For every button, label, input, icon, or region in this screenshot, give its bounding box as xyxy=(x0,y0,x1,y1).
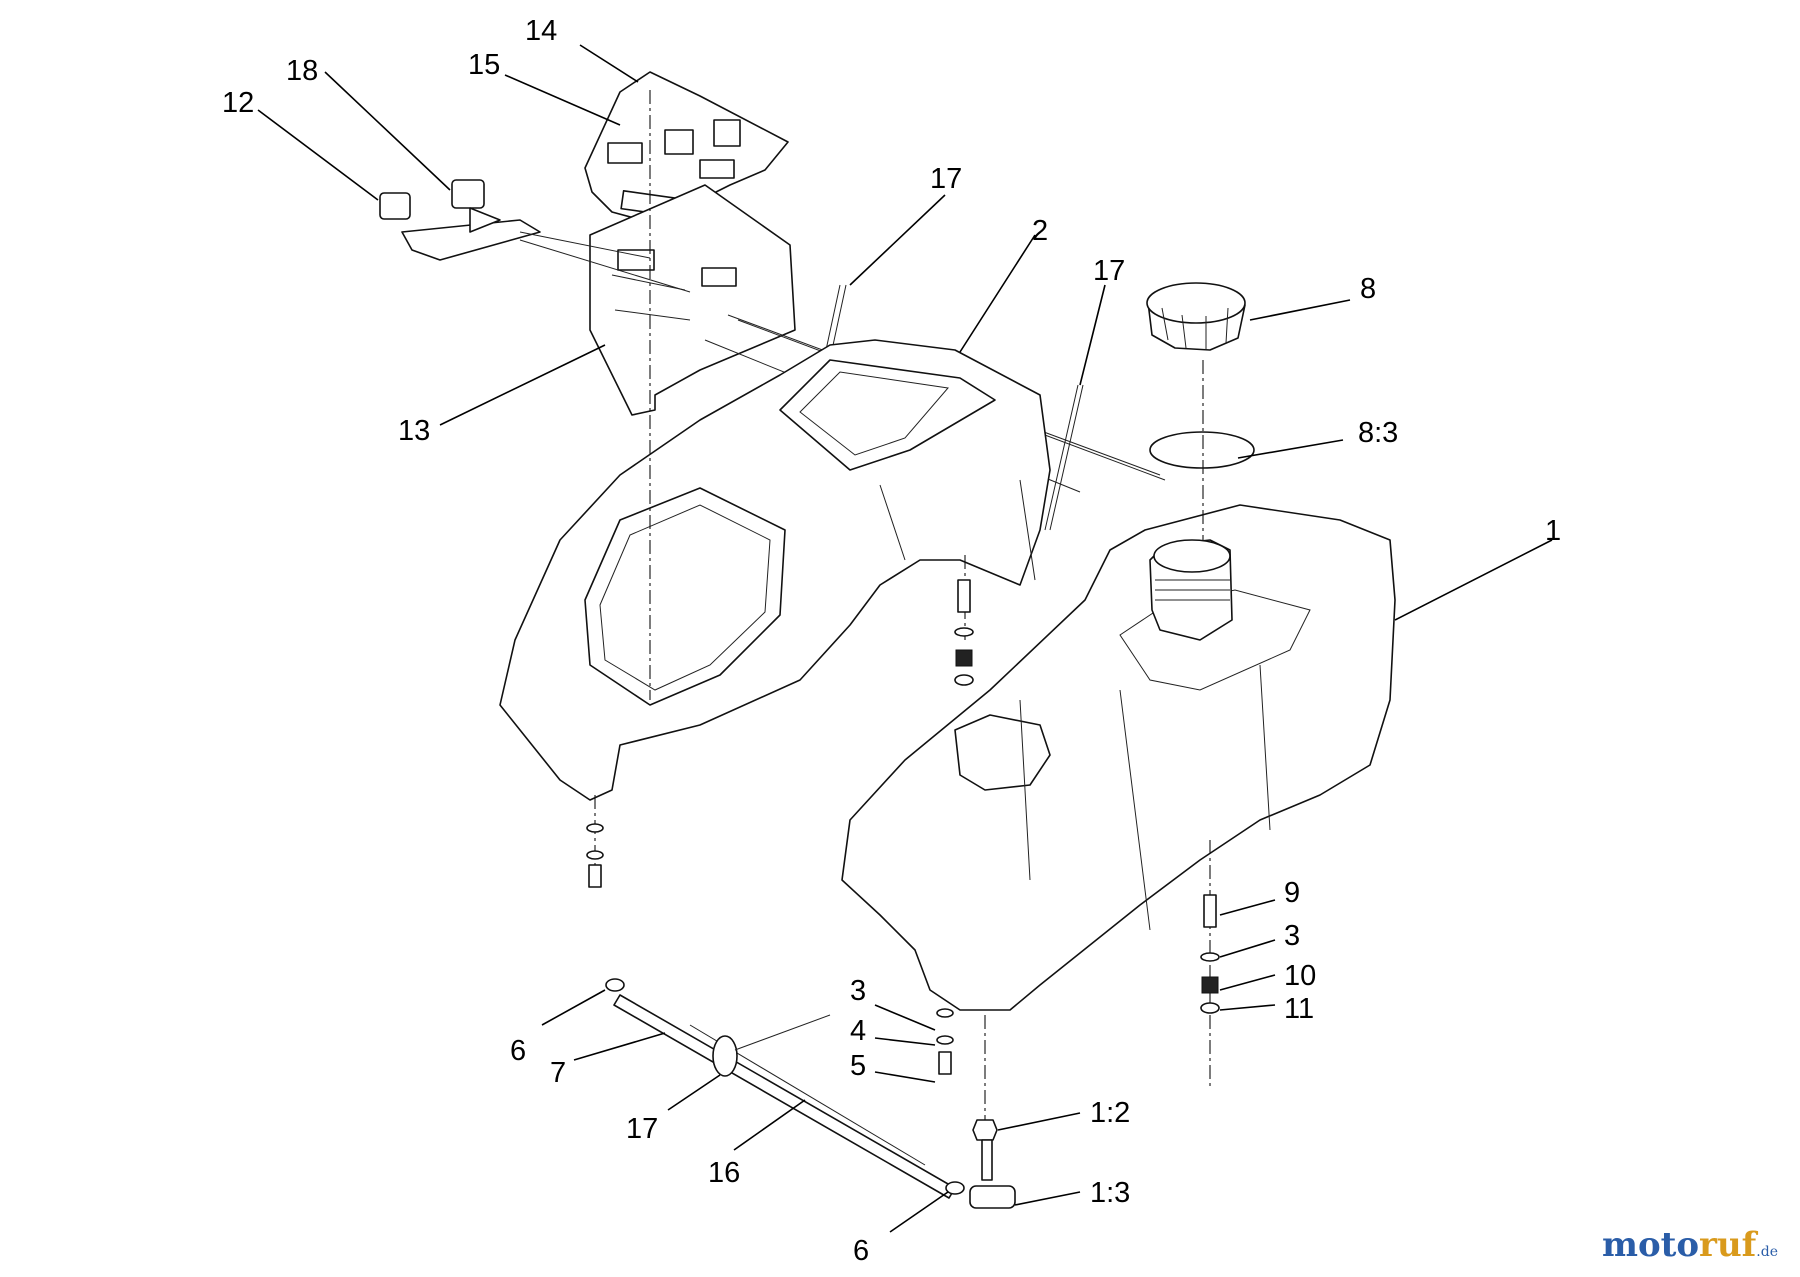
callout-4: 4 xyxy=(850,1015,866,1047)
callout-labels: 14 15 18 12 17 2 17 8 13 8:3 1 9 3 10 11… xyxy=(222,15,1561,1267)
callout-5: 5 xyxy=(850,1050,866,1082)
cap-gasket xyxy=(1149,431,1255,469)
callout-3-right: 3 xyxy=(1284,920,1300,952)
hardware-stack-lower xyxy=(936,1008,954,1075)
mount-bracket xyxy=(589,184,796,416)
watermark-logo: motoruf.de xyxy=(1602,1225,1778,1265)
fuel-cap xyxy=(1146,282,1246,351)
left-fender-cover xyxy=(499,339,1051,801)
callout-13: 13 xyxy=(398,415,430,447)
callout-6-left: 6 xyxy=(510,1035,526,1067)
callout-1-3: 1:3 xyxy=(1090,1177,1130,1209)
callout-10: 10 xyxy=(1284,960,1316,992)
fuel-tank xyxy=(841,504,1396,1011)
callout-1-2: 1:2 xyxy=(1090,1097,1130,1129)
hardware-stack-right xyxy=(1200,894,1220,1014)
callout-9: 9 xyxy=(1284,877,1300,909)
callout-15: 15 xyxy=(468,49,500,81)
fuel-line-assembly xyxy=(605,978,965,1199)
callout-12: 12 xyxy=(222,87,254,119)
callout-17-right: 17 xyxy=(1093,255,1125,287)
callout-1: 1 xyxy=(1545,515,1561,547)
fuel-outlet-fitting xyxy=(969,1119,1016,1209)
callout-17-lower: 17 xyxy=(626,1113,658,1145)
callout-8-3: 8:3 xyxy=(1358,417,1398,449)
choke-lever xyxy=(451,179,501,233)
callout-3-lower: 3 xyxy=(850,975,866,1007)
leader-lines xyxy=(257,44,1553,1233)
hardware-stack-center xyxy=(954,579,974,686)
callout-17-top: 17 xyxy=(930,163,962,195)
callout-11: 11 xyxy=(1284,993,1314,1025)
callout-14: 14 xyxy=(525,15,557,47)
throttle-lever xyxy=(379,192,691,293)
callout-16: 16 xyxy=(708,1157,740,1189)
callout-18: 18 xyxy=(286,55,318,87)
watermark-part-2: ruf xyxy=(1699,1225,1757,1265)
watermark-part-3: .de xyxy=(1756,1244,1778,1260)
hardware-stack-left xyxy=(586,823,604,888)
callout-7: 7 xyxy=(550,1057,566,1089)
callout-2: 2 xyxy=(1032,215,1048,247)
callout-8: 8 xyxy=(1360,273,1376,305)
callout-6-lower: 6 xyxy=(853,1235,869,1267)
watermark-part-1: moto xyxy=(1601,1225,1700,1265)
